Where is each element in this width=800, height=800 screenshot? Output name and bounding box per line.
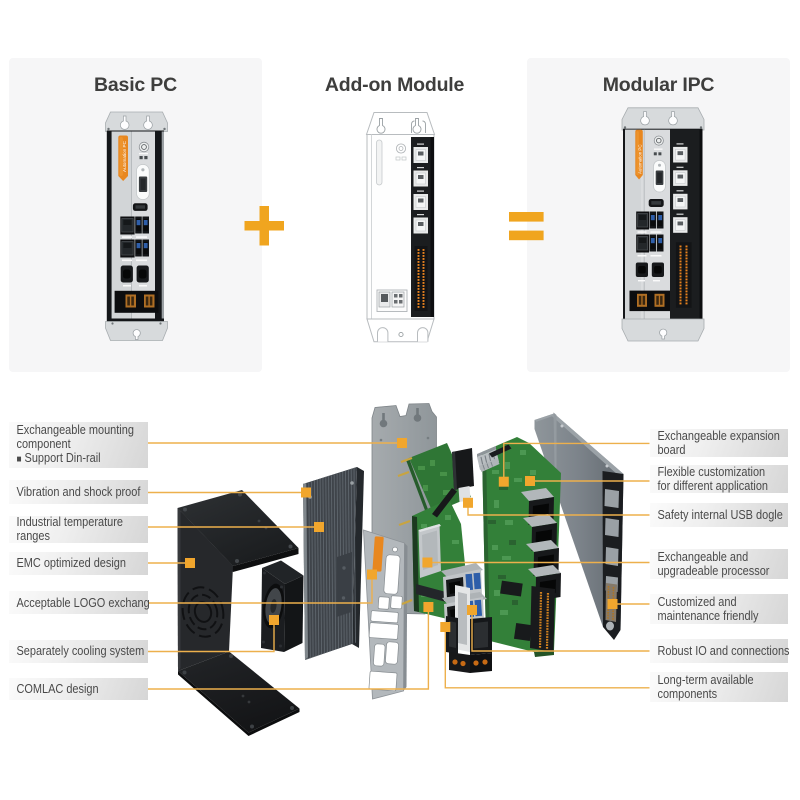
- svg-text:Automation PC: Automation PC: [122, 140, 127, 172]
- svg-text:Automation PC: Automation PC: [637, 144, 642, 174]
